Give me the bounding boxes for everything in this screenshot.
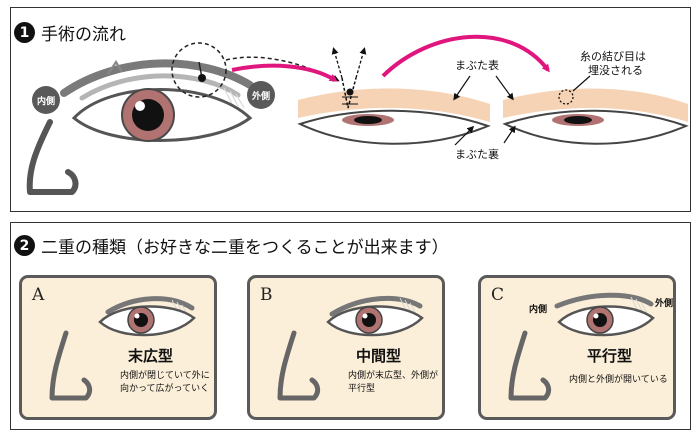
lid-skin-section-right: [503, 88, 688, 122]
under-eyelid-label: まぶた裏: [455, 148, 499, 161]
type-c-desc-line1: 内側と外側が開いている: [569, 375, 668, 385]
type-b-letter: B: [260, 285, 273, 305]
thread-mark: [107, 59, 123, 75]
section1-title-text: 手術の流れ: [41, 25, 126, 45]
eyelid-crease: [79, 73, 241, 101]
type-c-inner-label: 内側: [529, 305, 548, 315]
eye-section-left: [297, 109, 491, 145]
type-b-desc-line2: 平行型: [348, 384, 376, 394]
type-a-desc-line2: 向かって広がっていく: [120, 384, 210, 394]
knot-dot: [198, 74, 206, 82]
section2-title: 2 二重の種類（お好きな二重をつくることが出来ます）: [14, 233, 449, 258]
type-card-a: A 末広型 内側が閉じていて外に 向かって広がっていく: [19, 275, 217, 420]
type-c-letter: C: [491, 285, 505, 305]
knot-label-line1: 糸の結び目は: [580, 50, 646, 63]
section1-title: 1 手術の流れ: [14, 20, 126, 45]
double-eyelid-line: [60, 59, 254, 97]
section2-title-text: 二重の種類（お好きな二重をつくることが出来ます）: [41, 238, 449, 258]
type-c-outer-label: 外側: [655, 299, 674, 309]
type-b-name: 中間型: [356, 347, 402, 365]
type-b-desc-line1: 内側が末広型、外側が: [348, 371, 439, 381]
type-c-illustration: [508, 292, 655, 401]
inner-side-badge: 内側: [32, 86, 60, 114]
outer-side-badge: 外側: [247, 81, 275, 109]
type-a-letter: A: [32, 285, 45, 305]
section1-number-badge: 1: [14, 22, 35, 43]
type-a-illustration: [49, 296, 196, 401]
eye-section-right: [502, 109, 689, 145]
type-card-b: B 中間型 内側が末広型、外側が 平行型: [247, 275, 445, 420]
type-card-c: C 内側 外側 平行型 内側と外側が開いている: [478, 275, 676, 420]
type-a-name: 末広型: [128, 347, 174, 365]
zoom-circle: [171, 42, 227, 98]
buried-knot: [558, 89, 574, 105]
section2-number-badge: 2: [14, 235, 35, 256]
type-a-desc-line1: 内側が閉じていて外に: [120, 371, 210, 381]
type-b-illustration: [277, 295, 424, 401]
type-c-name: 平行型: [587, 347, 633, 365]
flow-arrow-2: [381, 34, 550, 78]
upper-eyelid-label: まぶた表: [455, 59, 499, 72]
knot-label-line2: 埋没される: [588, 64, 643, 77]
eye-highlight: [135, 101, 145, 111]
eyelashes: [223, 87, 245, 109]
nose-profile: [26, 119, 79, 195]
flow-arrow-1: [231, 63, 338, 82]
thread-loop: [341, 77, 357, 109]
